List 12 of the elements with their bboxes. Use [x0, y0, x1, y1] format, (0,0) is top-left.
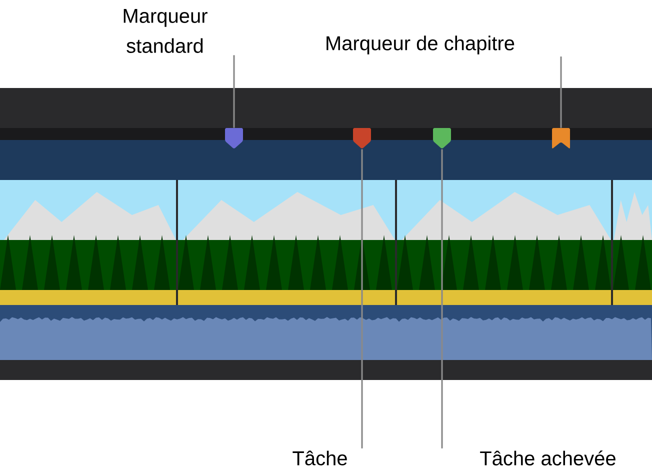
callout-label: Marqueur de chapitre: [326, 36, 514, 54]
leader-line: [233, 55, 235, 128]
leader-line: [361, 149, 363, 448]
leader-line: [441, 149, 443, 448]
callout-label: Marqueur standard: [124, 9, 208, 53]
leader-line: [560, 56, 562, 128]
chapter-marker-icon: [552, 128, 570, 148]
callout-label: Tâche achevée: [480, 450, 616, 466]
marker-icon: [433, 128, 451, 148]
marker-icon: [225, 128, 243, 148]
marker-icon: [353, 128, 371, 148]
callout-label: Tâche: [292, 450, 347, 466]
